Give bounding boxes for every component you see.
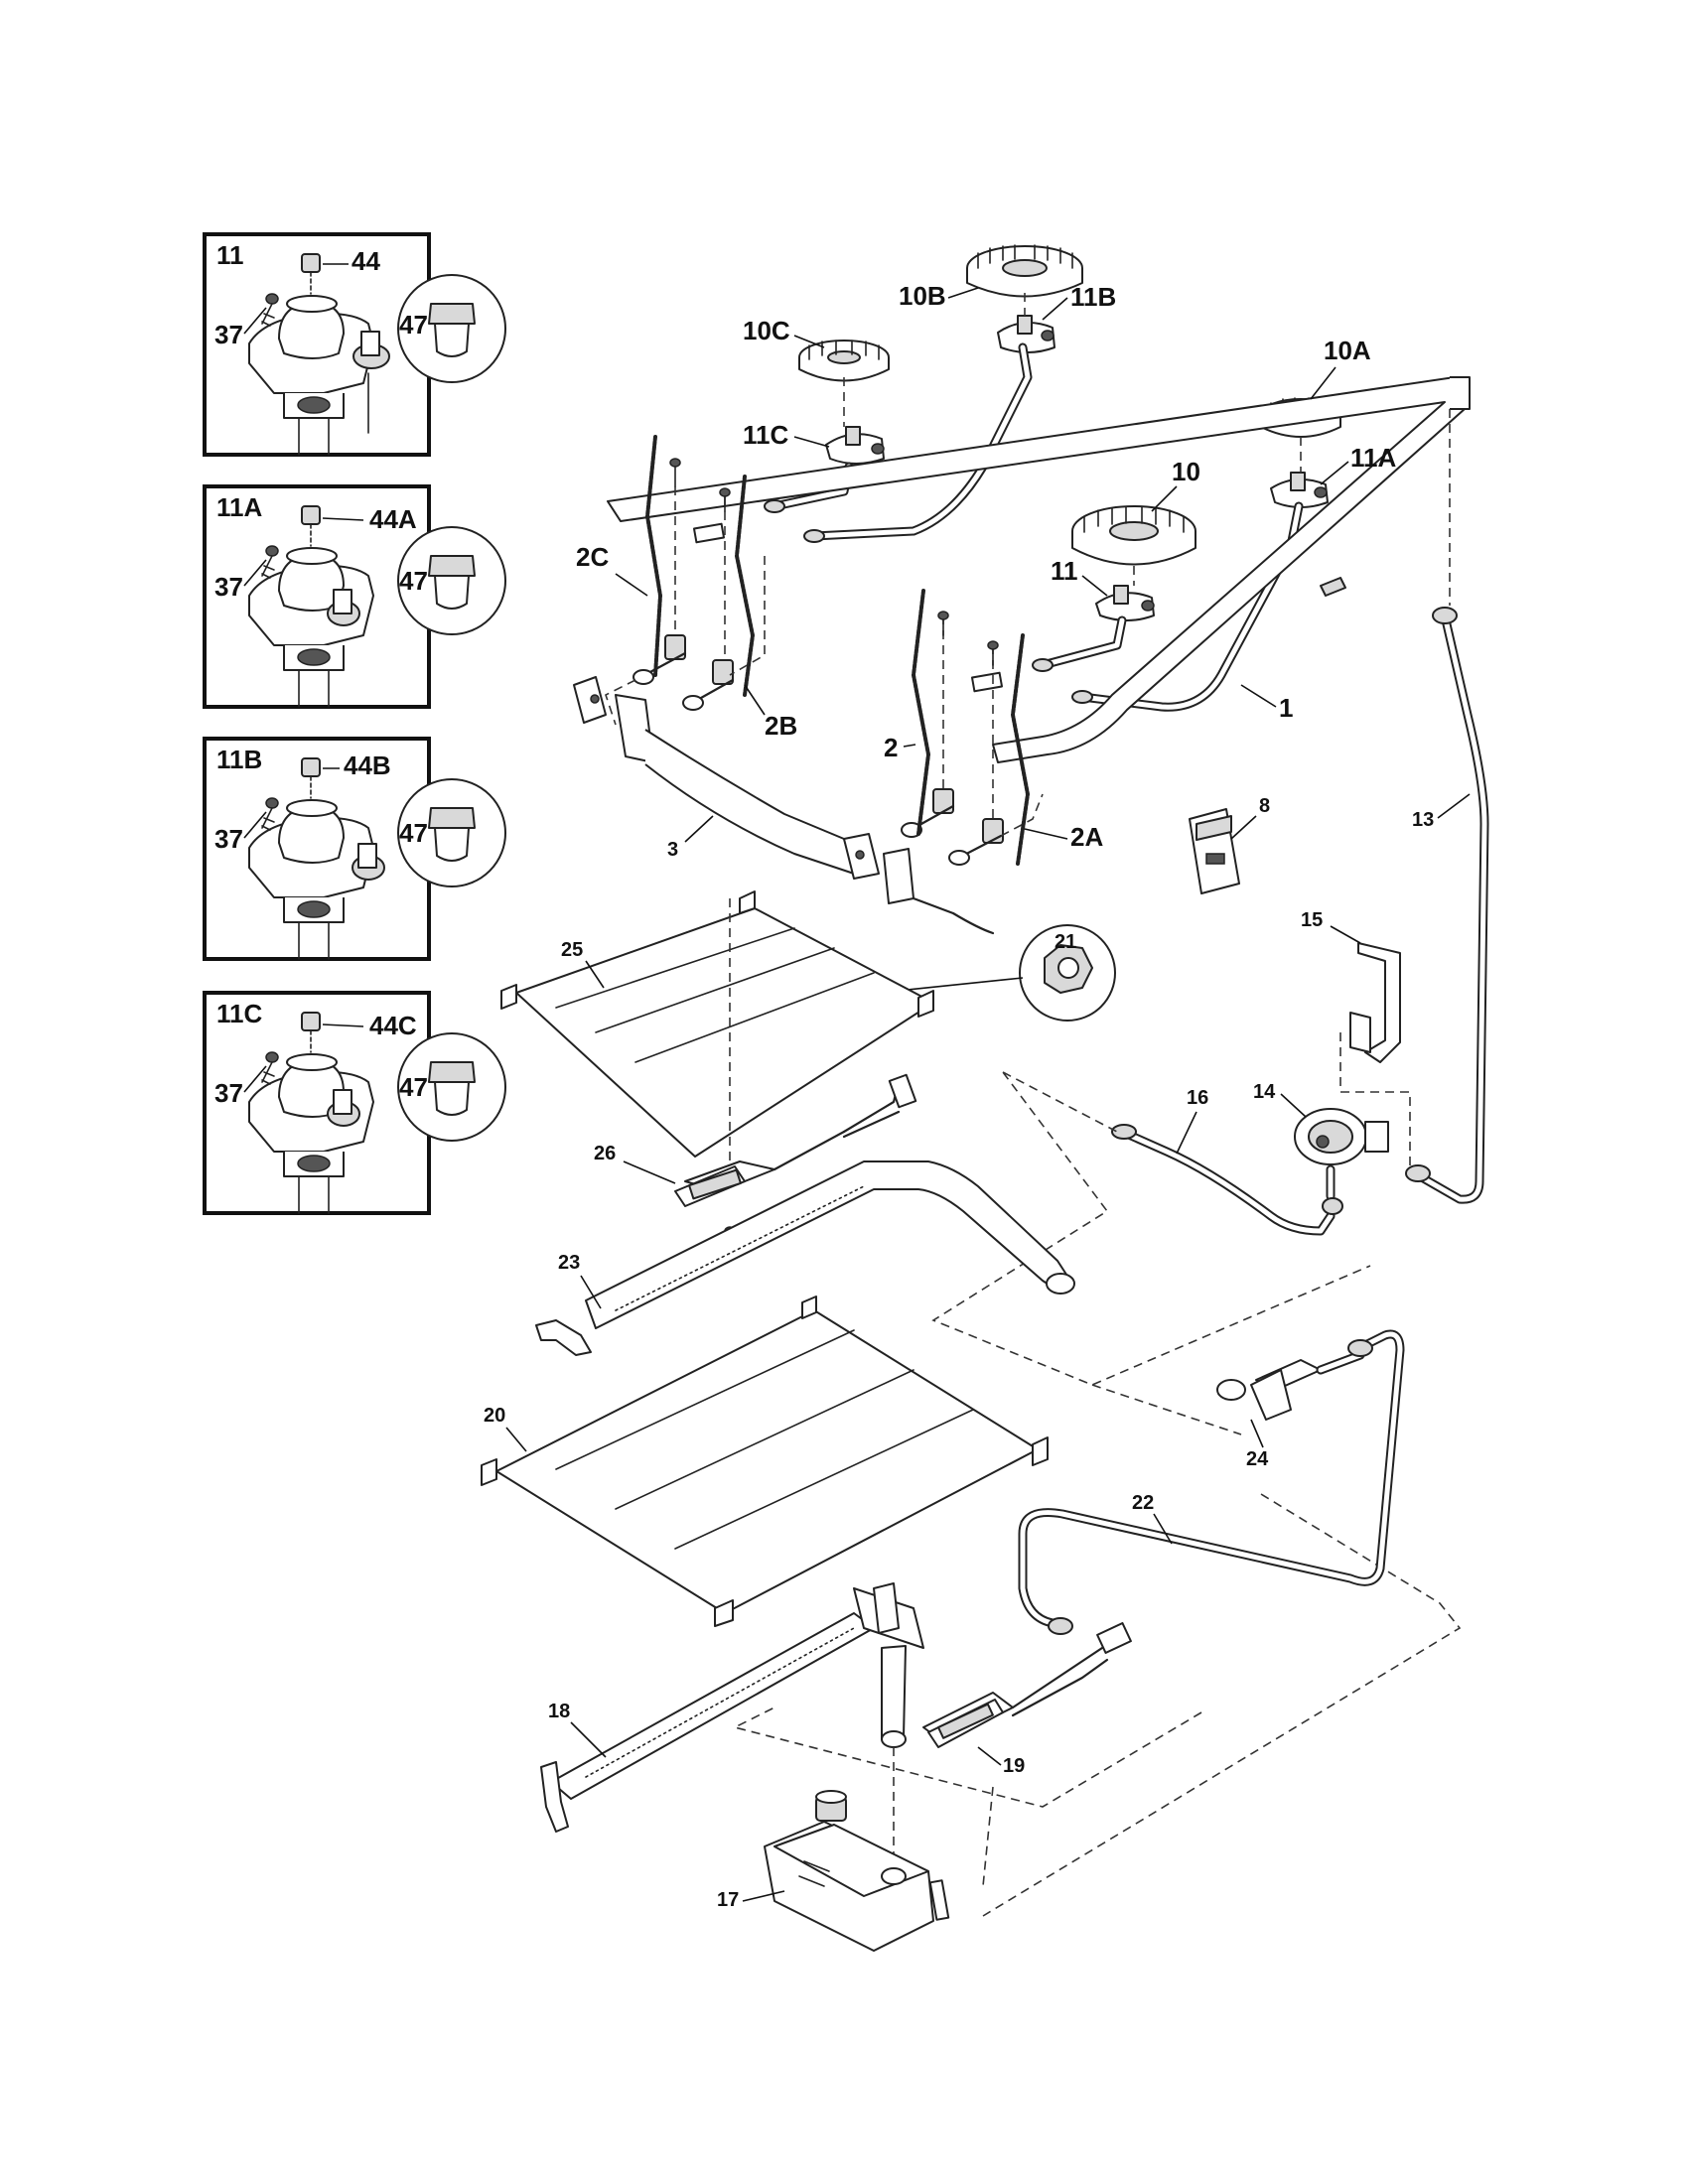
burner-base-11a <box>1270 472 1329 508</box>
screw-set <box>669 458 999 666</box>
oven-orifice <box>1216 1350 1365 1421</box>
callout-26: 26 <box>594 1143 616 1164</box>
callout-11: 11 <box>1051 556 1078 586</box>
screw-part <box>261 293 279 327</box>
inset-panel-11c: 11C 44C 37 47 <box>203 991 506 1215</box>
valve-2 <box>901 788 955 838</box>
cap-callout: 44A <box>369 504 417 534</box>
inset-title: 11A <box>216 492 262 522</box>
cap-part <box>301 757 321 799</box>
cap-callout: 44C <box>369 1011 417 1040</box>
screw-part <box>261 797 279 831</box>
burner-base-illustration <box>248 1053 374 1214</box>
callout-11b: 11B <box>1070 282 1116 312</box>
callout-15: 15 <box>1301 909 1323 931</box>
callout-19: 19 <box>1003 1755 1025 1777</box>
regulator-bracket <box>1339 942 1411 1171</box>
burner-base-illustration <box>248 799 385 960</box>
screw-callout: 37 <box>214 320 243 349</box>
oven-igniter <box>674 1073 917 1252</box>
screw-callout: 37 <box>214 1078 243 1108</box>
burner-base-11b <box>997 315 1055 353</box>
inset-panel-11a: 11A 44A 37 47 <box>203 484 506 709</box>
orifice-callout: 47 <box>399 1072 428 1102</box>
callout-21: 21 <box>1055 931 1076 953</box>
callout-17: 17 <box>717 1889 739 1911</box>
callout-3: 3 <box>667 839 678 861</box>
orifice-callout: 47 <box>399 818 428 848</box>
callout-22: 22 <box>1132 1492 1154 1514</box>
connection-lines-bottom <box>732 1493 1462 1917</box>
cap-callout: 44 <box>352 246 380 276</box>
heat-shield-upper <box>500 890 934 1171</box>
callout-25: 25 <box>561 939 583 961</box>
cap-part <box>301 1012 321 1053</box>
callout-10c: 10C <box>743 316 790 345</box>
regulator-tube <box>1111 1124 1343 1236</box>
burner-base-11 <box>1095 585 1155 621</box>
screw-callout: 37 <box>214 824 243 854</box>
screw-part <box>261 1051 279 1085</box>
valve-bracket <box>573 676 995 935</box>
spark-module <box>1189 808 1240 894</box>
orifice-part <box>428 303 476 357</box>
screw-callout: 37 <box>214 572 243 602</box>
burner-head-10c <box>798 340 890 382</box>
callout-labels: 10B 11B 10C 11C 10A 11A 10 11 2C 2B 1 2 … <box>484 281 1471 1911</box>
orifice-part <box>428 807 476 862</box>
inset-panel-11b: 11B 44B 37 47 <box>203 737 506 961</box>
orifice-callout: 47 <box>399 566 428 596</box>
callout-11a: 11A <box>1350 443 1396 473</box>
orifice-callout: 47 <box>399 310 428 340</box>
valve-2c <box>633 634 687 685</box>
callout-2c: 2C <box>576 542 609 572</box>
connection-lines-top <box>931 1071 1371 1435</box>
callout-1: 1 <box>1279 693 1293 723</box>
inset-title: 11C <box>216 999 262 1028</box>
gas-inlet-tube <box>1405 409 1489 1204</box>
heat-shield-lower <box>481 1296 1049 1627</box>
burner-head-10b <box>966 244 1083 298</box>
bake-burner <box>535 1160 1075 1356</box>
cap-part <box>301 505 321 547</box>
orifice-part <box>428 555 476 610</box>
inset-panel-11: 11 44 37 47 <box>203 232 506 457</box>
orifice-part <box>428 1061 476 1116</box>
callout-2b: 2B <box>765 711 797 741</box>
callout-8: 8 <box>1259 795 1270 817</box>
burner-base-illustration <box>248 295 390 456</box>
manifold-rail <box>607 376 1471 763</box>
callout-18: 18 <box>548 1701 570 1722</box>
valve-2a <box>948 818 1004 866</box>
callout-10a: 10A <box>1324 336 1371 365</box>
callout-14: 14 <box>1253 1081 1276 1103</box>
oven-supply-tube <box>1018 1329 1405 1635</box>
broil-igniter <box>922 1622 1132 1748</box>
burner-base-11c <box>825 426 885 465</box>
screw-part <box>261 545 279 579</box>
inset-title: 11B <box>216 745 262 774</box>
pressure-regulator <box>1294 1108 1389 1201</box>
callout-10: 10 <box>1172 457 1200 486</box>
cap-part <box>301 253 321 295</box>
callout-20: 20 <box>484 1405 505 1427</box>
callout-11c: 11C <box>743 420 788 450</box>
inset-title: 11 <box>216 240 244 270</box>
callout-24: 24 <box>1246 1448 1269 1470</box>
cap-callout: 44B <box>344 751 391 780</box>
callout-13: 13 <box>1412 809 1434 831</box>
callout-2a: 2A <box>1070 822 1103 852</box>
burner-base-illustration <box>248 547 374 708</box>
callout-23: 23 <box>558 1252 580 1274</box>
callout-2: 2 <box>884 733 898 762</box>
broil-burner <box>540 1582 924 1866</box>
callout-10b: 10B <box>899 281 946 311</box>
burner-head-10 <box>1071 505 1196 566</box>
gas-valves <box>605 435 1044 866</box>
burner-gas-tubes <box>764 342 1304 712</box>
oven-safety-valve <box>764 1790 950 1952</box>
valve-2b <box>682 659 735 711</box>
callout-16: 16 <box>1187 1087 1208 1109</box>
